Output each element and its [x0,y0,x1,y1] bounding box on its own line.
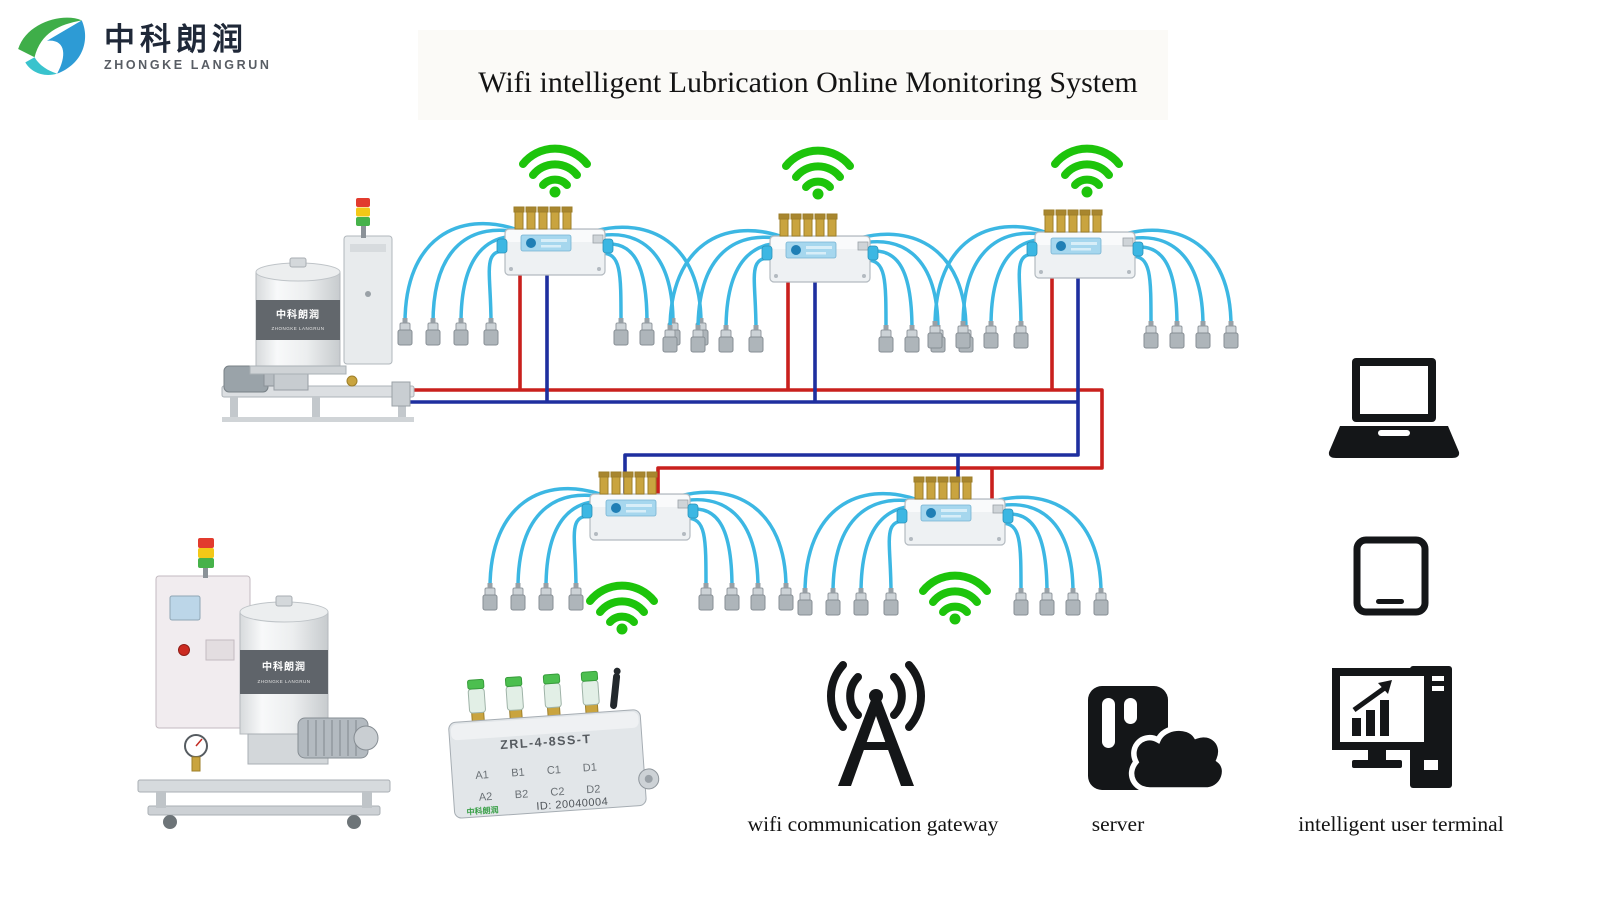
distributor-manifold-3 [928,210,1238,348]
wifi-icon [590,586,654,635]
antenna-icon [827,661,925,786]
port-label-d1: D1 [582,762,597,775]
wifi-icon [1055,149,1119,198]
pump-band-label-cn: 中科朗润 [262,660,306,673]
distributor-manifold-2 [663,214,973,352]
gateway-label: wifi communication gateway [747,812,999,836]
pump-band-label-cn: 中科朗润 [276,308,320,321]
company-logo: 中科朗润 ZHONGKE LANGRUN [12,10,271,84]
port-label-b2: B2 [514,788,528,801]
wifi-icon [786,151,850,200]
supply-lines [400,270,1104,506]
page-title: Wifi intelligent Lubrication Online Moni… [478,66,1138,99]
port-label-a1: A1 [475,769,489,782]
title-band [418,30,1168,120]
pump-band-label-en: ZHONGKE LANGRUN [271,326,324,331]
port-label-c2: C2 [550,786,565,799]
port-label-d2: D2 [586,783,601,796]
wifi-icon [523,149,587,198]
port-label-c1: C1 [546,764,561,777]
tablet-icon [1353,536,1429,616]
supply-line-blue [400,272,1080,504]
company-name-cn: 中科朗润 [104,22,248,58]
antenna-small-icon [610,667,621,709]
closeup-logo-label: 中科朗润 [466,804,499,816]
company-name-en: ZHONGKE LANGRUN [104,57,272,72]
wifi-icon [923,576,987,625]
closeup-model-label: ZRL-4-8SS-T [500,732,592,752]
server-cloud-icon [1088,686,1228,793]
distributor-closeup: ZRL-4-8SS-T A1 B1 C1 D1 A2 B2 C2 D2 ID: … [448,667,660,819]
pump-station-small: 中科朗润 ZHONGKE LANGRUN [221,198,415,422]
desktop-terminal-icon [1332,666,1452,788]
supply-line-red [400,270,1104,506]
laptop-icon [1328,358,1460,458]
pump-station-large: 中科朗润 ZHONGKE LANGRUN [137,538,391,829]
server-label: server [1091,812,1145,836]
company-logo-icon [18,17,86,75]
pump-band-label-en: ZHONGKE LANGRUN [257,679,310,684]
distributor-manifold-1 [398,207,708,345]
port-label-a2: A2 [478,791,492,804]
port-label-b1: B1 [511,767,525,780]
terminal-label: intelligent user terminal [1298,812,1504,836]
closeup-id-label: ID: 20040004 [536,796,609,813]
